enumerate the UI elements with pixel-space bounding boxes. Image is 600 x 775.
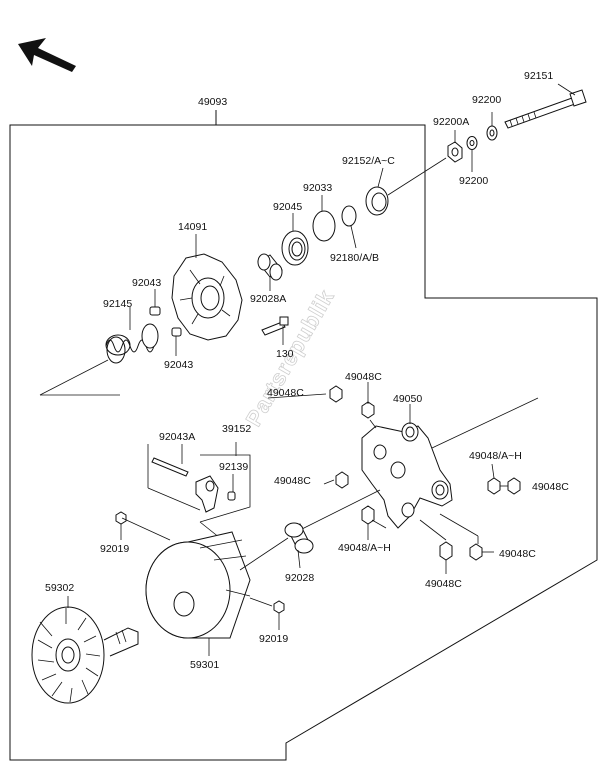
pin-92043-upper — [149, 306, 161, 316]
pin-92043-lower — [171, 327, 182, 337]
movable-sheave-59301 — [145, 531, 251, 639]
nut-49048c-e — [439, 541, 453, 561]
label-92180: 92180/A/B — [330, 252, 379, 264]
label-59302: 59302 — [45, 582, 74, 594]
label-92028: 92028 — [285, 572, 314, 584]
label-59301: 59301 — [190, 659, 219, 671]
label-92033: 92033 — [303, 182, 332, 194]
label-92200-top: 92200 — [472, 94, 501, 106]
nut-49048c-f — [469, 543, 483, 561]
label-49048c-3: 49048C — [274, 475, 311, 487]
label-92043-lower: 92043 — [164, 359, 193, 371]
screw-130 — [261, 316, 289, 336]
nut-49048c-a — [329, 385, 343, 403]
label-92019-right: 92019 — [259, 633, 288, 645]
fixed-sheave-59302 — [31, 606, 139, 704]
bearing-92045 — [281, 230, 309, 266]
seal-92152 — [365, 186, 389, 216]
part-labels: 49093 92151 92200 92200A 92200 92152/A~C… — [45, 70, 569, 671]
nut-49048c-c — [335, 471, 349, 489]
front-direction-arrow-icon — [18, 38, 76, 72]
nut-49048-ah-a — [487, 477, 501, 495]
leader-lines — [67, 83, 576, 656]
nut-49048c-b — [361, 401, 375, 419]
bolt-92019-right — [273, 600, 285, 614]
pin-92139 — [227, 491, 236, 501]
nut-92200a — [447, 141, 463, 163]
label-14091: 14091 — [178, 221, 207, 233]
label-92152: 92152/A~C — [342, 155, 395, 167]
bolt-92019-left — [115, 511, 127, 525]
weight-39152 — [195, 475, 219, 513]
label-49048c-1: 49048C — [267, 387, 304, 399]
label-92043-upper: 92043 — [132, 277, 161, 289]
label-92145: 92145 — [103, 298, 132, 310]
label-92043a: 92043A — [159, 431, 195, 443]
label-49048-ah-1: 49048/A~H — [469, 450, 522, 462]
nut-49048c-d — [507, 477, 521, 495]
weight-arm-49050 — [361, 422, 453, 529]
label-92200-bottom: 92200 — [459, 175, 488, 187]
label-49048-ah-2: 49048/A~H — [338, 542, 391, 554]
spring-92145 — [105, 323, 159, 364]
pin-92043a — [151, 457, 189, 477]
label-130: 130 — [276, 348, 294, 360]
label-assembly-49093: 49093 — [198, 96, 227, 108]
bushing-92028 — [284, 522, 314, 554]
label-92151: 92151 — [524, 70, 553, 82]
bushing-92028a — [257, 253, 283, 281]
washer-92200 — [486, 125, 498, 141]
label-49050: 49050 — [393, 393, 422, 405]
nut-49048-ah-b — [361, 505, 375, 525]
label-92028a: 92028A — [250, 293, 286, 305]
washer-92200-second — [466, 136, 478, 150]
bolt-92151 — [504, 89, 587, 129]
spider-14091 — [171, 253, 243, 341]
label-92139: 92139 — [219, 461, 248, 473]
assembly-outline — [9, 124, 598, 761]
label-92200a: 92200A — [433, 116, 469, 128]
label-39152: 39152 — [222, 423, 251, 435]
ring-92180 — [341, 205, 357, 227]
label-49048c-4: 49048C — [532, 481, 569, 493]
o-ring-92033 — [312, 210, 336, 242]
label-92019-left: 92019 — [100, 543, 129, 555]
label-49048c-2: 49048C — [345, 371, 382, 383]
label-49048c-5: 49048C — [499, 548, 536, 560]
label-92045: 92045 — [273, 201, 302, 213]
label-49048c-6: 49048C — [425, 578, 462, 590]
